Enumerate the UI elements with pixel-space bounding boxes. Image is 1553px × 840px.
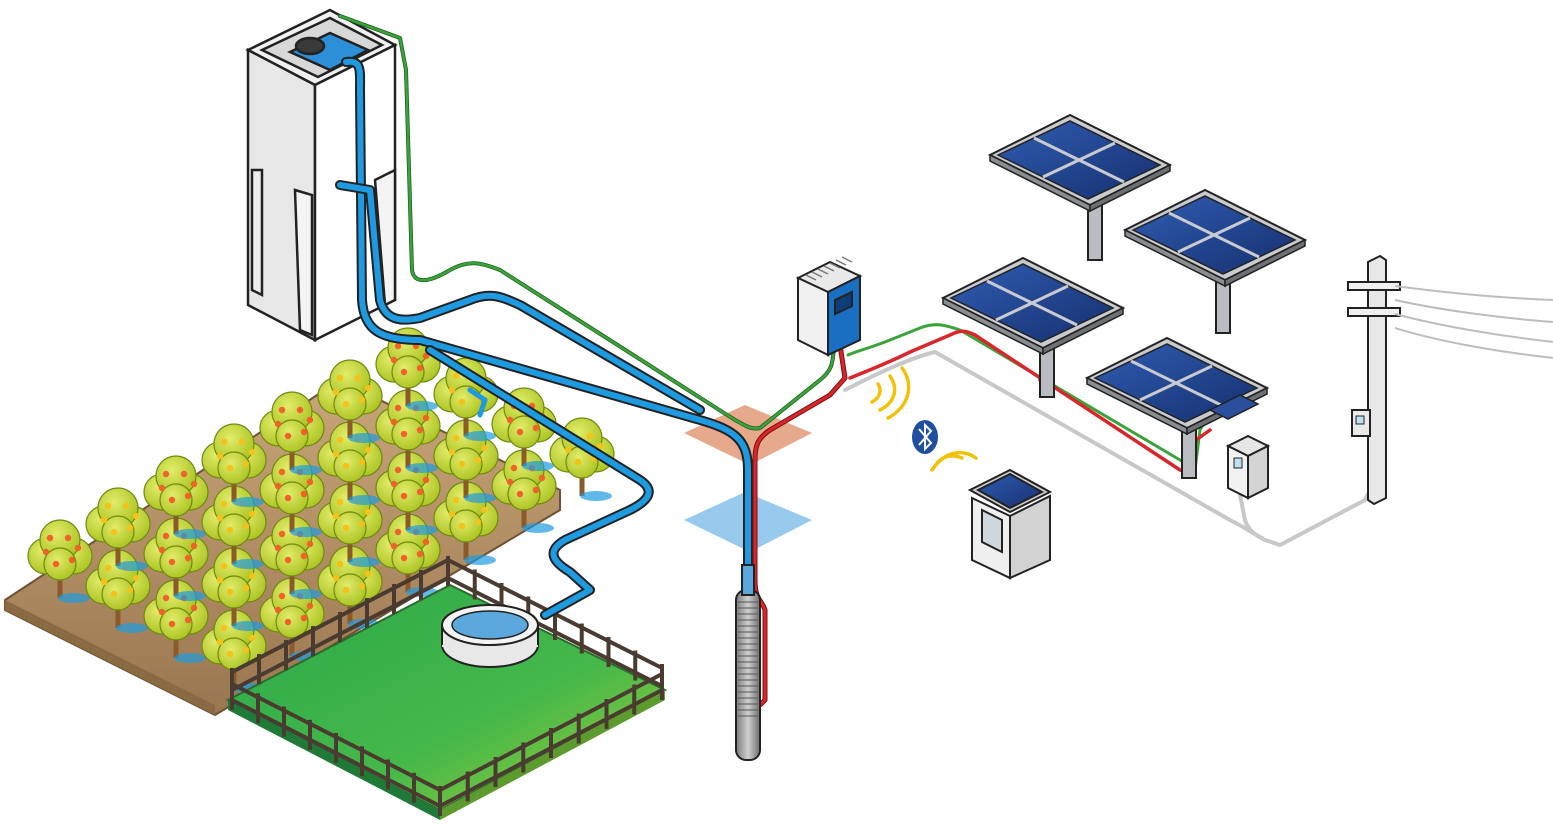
tree-icon xyxy=(85,487,151,571)
ac-power-cable xyxy=(843,350,1372,547)
tree-icon xyxy=(433,481,499,565)
tree-icon xyxy=(259,453,325,537)
bluetooth-icon xyxy=(912,420,938,454)
submersible-pump xyxy=(735,564,761,761)
solar-panel-icon xyxy=(988,113,1172,261)
water-tower xyxy=(245,8,398,343)
fence xyxy=(230,556,664,816)
tree-icon xyxy=(259,577,325,661)
tree-icon xyxy=(27,519,93,603)
float-switch-icon xyxy=(294,36,326,56)
tree-icon xyxy=(201,423,267,507)
tree-icon xyxy=(317,359,383,443)
tree-icon xyxy=(491,387,557,471)
bluetooth-link xyxy=(870,366,978,472)
tree-icon xyxy=(143,517,209,601)
tree-icon xyxy=(491,449,557,533)
pasture xyxy=(225,556,668,820)
remote-monitor xyxy=(967,468,1053,580)
tree-icon xyxy=(317,421,383,505)
tree-icon xyxy=(317,483,383,567)
solar-panel-icon xyxy=(1123,188,1307,334)
tree-icon xyxy=(201,609,267,693)
tree-icon xyxy=(375,513,441,597)
tree-icon xyxy=(143,579,209,663)
tree-icon xyxy=(375,389,441,473)
tree-icon xyxy=(201,485,267,569)
pump-controller xyxy=(795,256,863,357)
utility-pole xyxy=(1347,254,1553,506)
orchard xyxy=(4,327,615,717)
grid-switch-box xyxy=(1225,434,1271,500)
solar-array xyxy=(941,113,1307,479)
tree-icon xyxy=(375,451,441,535)
tree-icon xyxy=(143,455,209,539)
water-pipes xyxy=(335,56,753,620)
solar-panel-icon xyxy=(941,256,1125,398)
tree-icon xyxy=(201,547,267,631)
tree-icon xyxy=(259,391,325,475)
watering-trough xyxy=(441,604,539,668)
tree-icon xyxy=(433,419,499,503)
solar-panel-icon xyxy=(1085,336,1269,479)
